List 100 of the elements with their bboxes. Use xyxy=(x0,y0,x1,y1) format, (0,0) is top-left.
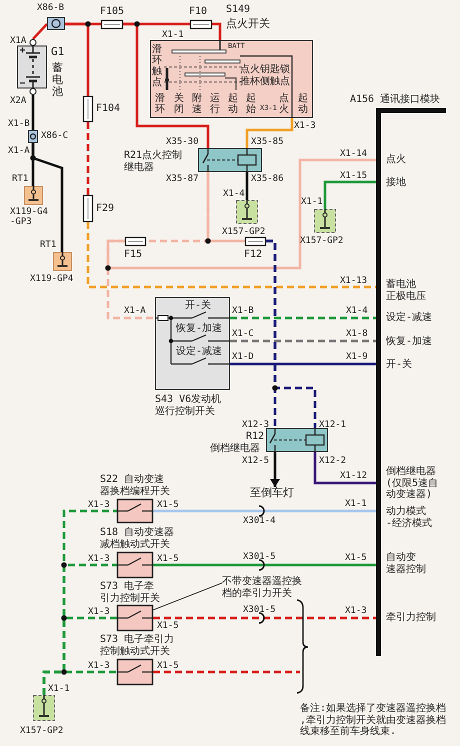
footnote: 备注:如果选择了变速器遥控换档,牵引力控制开关就由变速器换档线束移至前车身线束. xyxy=(300,703,448,738)
pin-label: X1-C xyxy=(232,329,254,340)
component-label: S73 电子牵引力控制触动式开关 xyxy=(100,634,176,657)
switch-position-label: 设定-减速 xyxy=(176,346,222,358)
wire xyxy=(86,222,376,288)
pin-label: X1-4 xyxy=(346,306,368,316)
wire xyxy=(32,143,64,252)
component-label: R12 xyxy=(246,431,264,442)
wire xyxy=(32,95,34,130)
component-label: S73 电子牵引力控制开关 xyxy=(100,581,161,604)
pin-label: X35-86 xyxy=(251,174,284,184)
fuse-label: F15 xyxy=(124,249,142,260)
pin-label: X1-B xyxy=(232,306,254,316)
signal-label: 接地 xyxy=(386,177,407,188)
position-label: 起始 xyxy=(246,93,256,115)
pin-label: X1-3 xyxy=(88,607,110,618)
pin-label: X1-3 xyxy=(88,554,110,564)
destination-label: 至倒车灯 xyxy=(250,487,294,500)
pin-label: X1-B xyxy=(8,119,30,130)
pin-label: X1-1 xyxy=(48,684,70,694)
position-label: 运行 xyxy=(210,93,220,115)
pin-label: X1-A xyxy=(124,306,146,316)
pin-label: X1-13 xyxy=(340,276,368,286)
component-label: RT1 xyxy=(12,174,28,184)
pin-label: X12-1 xyxy=(319,420,346,430)
connector-label: X86-B xyxy=(37,3,64,14)
pin-label: X35-87 xyxy=(166,174,199,184)
pin-label: X35-85 xyxy=(251,137,284,148)
switch-position-label: 开-关 xyxy=(185,300,212,312)
pin-label: X1-5 xyxy=(345,553,367,564)
signal-label: 恢复-加速 xyxy=(386,336,434,348)
wire xyxy=(65,22,90,96)
pin-label: X1-15 xyxy=(340,171,368,182)
contact-label: 点火钥匙锁推杯侧触点 xyxy=(240,64,290,87)
fuse-label: F105 xyxy=(100,6,124,18)
wire xyxy=(324,180,376,209)
wire xyxy=(106,240,155,320)
component-label: S22 自动变速器换档编程开关 xyxy=(100,474,171,497)
pin-label: X1-8 xyxy=(346,329,368,340)
signal-label: 点火 xyxy=(386,154,407,166)
pin-label: X1-4 xyxy=(223,189,245,200)
pin-label: X1-1 xyxy=(162,30,184,40)
pin-label: X1-3 xyxy=(88,661,110,672)
pin-label: X301-4 xyxy=(243,516,276,526)
pin-label: X12-3 xyxy=(242,420,270,430)
wire xyxy=(153,670,300,674)
wire xyxy=(153,510,376,512)
pin-label: X1-9 xyxy=(346,352,368,362)
fuse-label: F29 xyxy=(96,203,114,214)
pin-label: X2A xyxy=(10,96,26,106)
wire xyxy=(123,22,210,148)
pin-label: X1-5 xyxy=(157,621,179,632)
wire xyxy=(153,564,376,566)
component-label: G1 xyxy=(51,46,64,59)
pin-label: X12-2 xyxy=(319,456,346,466)
ground-label: X157-GP2 xyxy=(20,726,64,736)
position-label: 关闭 xyxy=(174,93,184,115)
pin-label: X1-14 xyxy=(340,149,368,160)
ground-label: X157-GP2 xyxy=(300,236,344,246)
signal-label: 倒档继电器(仅限5速自动变速器) xyxy=(386,466,440,500)
signal-label: 设定-减速 xyxy=(386,312,434,324)
signal-label: 牵引力控制 xyxy=(386,612,437,624)
wire xyxy=(106,158,376,270)
wire xyxy=(86,122,90,195)
fuse-label: F12 xyxy=(244,249,262,260)
component-label: 点火开关 xyxy=(226,18,270,31)
pin-label: X1-1 xyxy=(301,197,323,208)
pin-label: X301-5 xyxy=(243,605,276,616)
component-label: 蓄电池 xyxy=(52,62,63,98)
signal-label: 动力模式-经济模式 xyxy=(386,506,434,529)
wire xyxy=(246,118,294,148)
wire xyxy=(153,616,376,620)
pin-label: X1A xyxy=(10,36,26,46)
signal-label: 开-关 xyxy=(386,359,414,370)
leader-line xyxy=(152,582,222,610)
position-label: 点火 xyxy=(279,93,289,115)
position-label: 滑环 xyxy=(155,93,165,115)
pin-label: X1-5 xyxy=(157,554,179,564)
component-label: S149 xyxy=(226,4,250,16)
contact-label: 滑环触点 xyxy=(152,44,162,88)
wire xyxy=(230,340,376,342)
ground-label: X119-G4 -GP3 xyxy=(10,207,49,228)
pin-label: X1-D xyxy=(232,352,254,362)
position-label: 起动 xyxy=(298,93,308,115)
pin-label: X1-5 xyxy=(157,500,179,510)
component-label: 倒档继电器 xyxy=(210,443,260,454)
pin-label: X12-5 xyxy=(242,456,270,466)
wire xyxy=(230,362,376,366)
wire xyxy=(32,23,48,40)
pin-label: X1-1 xyxy=(345,499,367,510)
ground-label: X157-GP2 xyxy=(222,227,266,238)
position-label: 起动 xyxy=(228,93,238,115)
component-label: S43 V6发动机巡行控制开关 xyxy=(155,394,222,417)
wire xyxy=(230,316,376,320)
wire xyxy=(266,240,316,428)
connector-label: X86-C xyxy=(41,131,68,142)
position-label: 附速 xyxy=(192,93,202,115)
wire xyxy=(314,452,376,484)
pin-label: X1-3 xyxy=(88,500,110,510)
wire xyxy=(212,22,222,40)
